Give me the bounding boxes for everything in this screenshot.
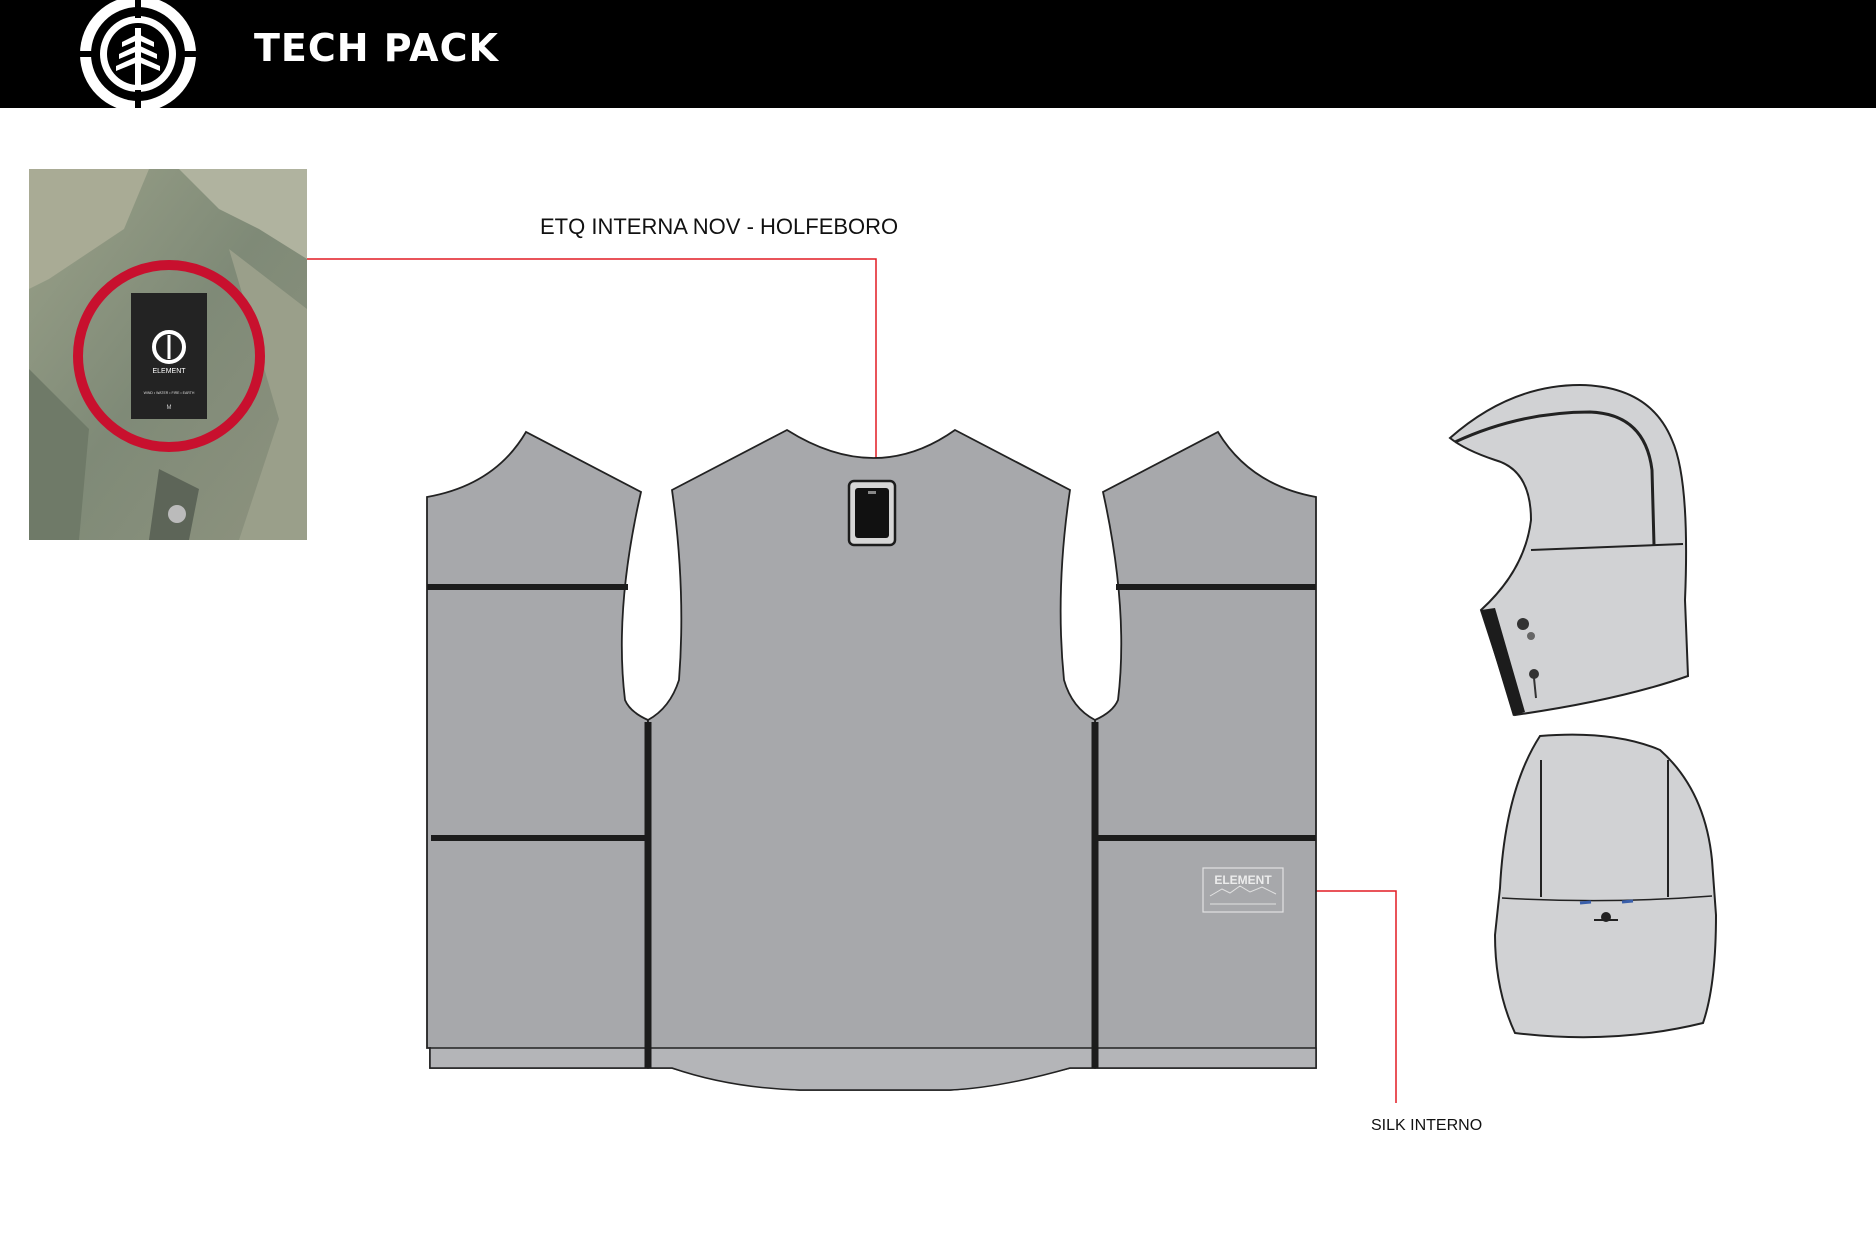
silk-print — [1202, 867, 1284, 913]
highlight-circle — [73, 260, 265, 452]
hood-back-view — [1493, 733, 1718, 1039]
photo-tag-size: M — [167, 405, 172, 411]
callout-line-silk — [1304, 890, 1397, 1103]
silk-callout-text: SILK INTERNO — [1371, 1117, 1483, 1134]
interior-label-photo: ELEMENT WIND • WATER • FIRE • EARTH M — [29, 169, 307, 540]
hem-band — [429, 1047, 1317, 1091]
element-tree-logo-icon — [76, 0, 200, 108]
photo-tag-brand: ELEMENT — [152, 368, 186, 375]
page-title: TECH PACK — [254, 26, 499, 70]
callout-line-inner-label — [307, 258, 877, 462]
photo-tag-tagline: WIND • WATER • FIRE • EARTH — [144, 391, 195, 395]
right-front-panel — [1094, 430, 1317, 1069]
header-bar: TECH PACK — [0, 0, 1876, 108]
silk-print-text: ELEMENT — [1214, 873, 1272, 887]
inner-label-callout-text: ETQ INTERNA NOV - HOLFEBORO — [540, 214, 899, 239]
left-front-panel — [426, 430, 649, 1069]
hood-side-view — [1448, 383, 1690, 717]
